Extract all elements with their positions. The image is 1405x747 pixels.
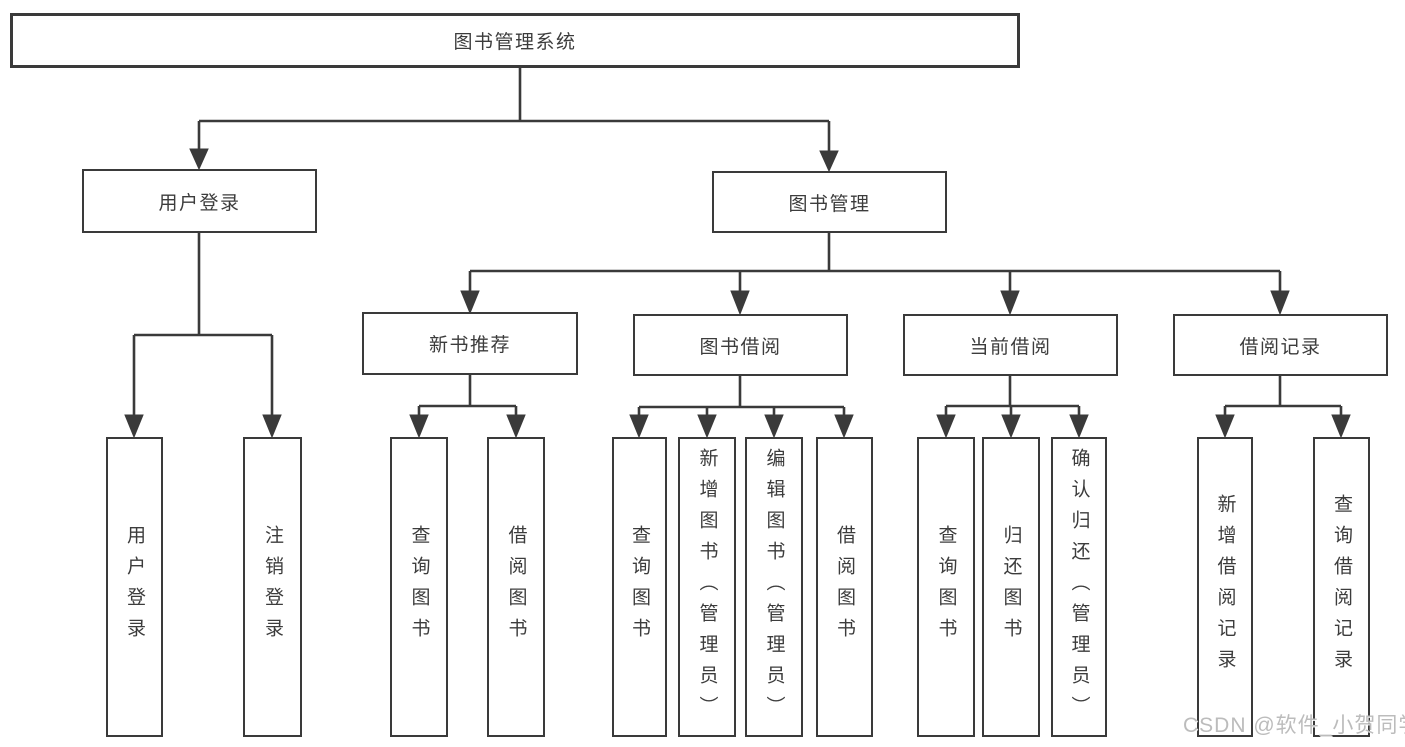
node-label: 注销登录 [262, 525, 283, 649]
node-book-borrow: 图书借阅 [633, 314, 848, 376]
node-current-borrow: 当前借阅 [903, 314, 1118, 376]
connector-book-borrow-to-leaves [629, 376, 854, 439]
node-user-login: 用户登录 [82, 169, 317, 233]
node-label: 确认归还（管理员） [1068, 447, 1090, 727]
leaf-current-confirm-return-admin: 确认归还（管理员） [1051, 437, 1107, 737]
node-label: 借阅图书 [834, 525, 855, 649]
connector-book-management-to-level3 [460, 233, 1290, 316]
leaf-records-add-record: 新增借阅记录 [1197, 437, 1253, 737]
node-label: 编辑图书（管理员） [763, 447, 785, 727]
node-label: 新增借阅记录 [1214, 494, 1236, 680]
leaf-recommend-query-books: 查询图书 [390, 437, 448, 737]
node-label: 查询图书 [935, 525, 957, 649]
leaf-recommend-borrow-books: 借阅图书 [487, 437, 545, 737]
node-label: 图书管理系统 [453, 32, 577, 53]
connector-root-to-level2 [189, 68, 839, 173]
node-label: 查询图书 [629, 525, 650, 649]
leaf-borrow-edit-books-admin: 编辑图书（管理员） [745, 437, 803, 737]
node-label: 查询图书 [408, 525, 430, 649]
leaf-logout: 注销登录 [243, 437, 302, 737]
leaf-user-login: 用户登录 [106, 437, 163, 737]
leaf-current-return-books: 归还图书 [982, 437, 1040, 737]
node-label: 用户登录 [158, 192, 241, 214]
node-library-management-system: 图书管理系统 [10, 13, 1020, 68]
node-label: 当前借阅 [969, 336, 1052, 358]
node-label: 借阅记录 [1239, 336, 1322, 358]
node-label: 归还图书 [1000, 525, 1022, 649]
leaf-records-query-record: 查询借阅记录 [1313, 437, 1370, 737]
node-label: 新增图书（管理员） [696, 447, 718, 727]
leaf-borrow-add-books-admin: 新增图书（管理员） [678, 437, 736, 737]
node-book-management: 图书管理 [712, 171, 947, 233]
leaf-borrow-borrow-books: 借阅图书 [816, 437, 873, 737]
leaf-current-query-books: 查询图书 [917, 437, 975, 737]
node-label: 用户登录 [124, 525, 145, 649]
node-label: 新书推荐 [428, 335, 511, 356]
csdn-watermark: CSDN @软件_小贺同学 [1183, 714, 1405, 737]
node-label: 图书管理 [788, 193, 871, 215]
node-label: 图书借阅 [699, 336, 782, 358]
node-label: 借阅图书 [505, 525, 527, 649]
node-borrow-records: 借阅记录 [1173, 314, 1388, 376]
node-label: 查询借阅记录 [1331, 494, 1352, 680]
connector-new-book-recommend-to-leaves [409, 375, 526, 439]
node-new-book-recommend: 新书推荐 [362, 312, 578, 375]
connector-user-login-to-leaves [124, 233, 282, 439]
leaf-borrow-query-books: 查询图书 [612, 437, 667, 737]
connector-current-borrow-to-leaves [936, 376, 1089, 439]
connector-borrow-records-to-leaves [1215, 376, 1351, 439]
